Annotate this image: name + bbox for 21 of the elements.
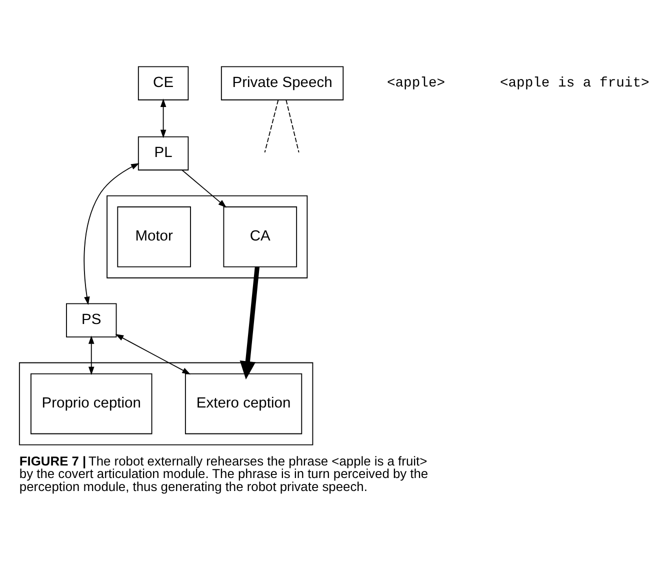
node-box: PS <box>66 303 117 338</box>
arrow <box>182 170 227 208</box>
cluster <box>106 195 308 278</box>
arrow <box>240 266 260 380</box>
node-box: CA <box>223 206 298 268</box>
arrow <box>115 334 190 374</box>
connector <box>286 100 300 153</box>
arrow <box>84 163 140 306</box>
node-box: Private Speech <box>220 66 344 100</box>
caption: FIGURE 7 | The robot externally rehearses the phrase <apple is a fruit> by the covert articulation module. The phrase is in turn perceived by the perception module, thus generating the robot private speech. <box>19 453 428 494</box>
arrow <box>88 336 94 376</box>
node-box: Motor <box>117 206 191 268</box>
node-box: CE <box>138 66 189 100</box>
label: <apple> <box>386 76 446 92</box>
node-box: PL <box>138 136 189 170</box>
label: <apple is a fruit> <box>500 76 650 92</box>
node-box: Proprio ception <box>30 373 152 434</box>
arrow <box>160 98 166 138</box>
connector <box>264 100 279 153</box>
cluster <box>18 362 314 446</box>
node-box: Extero ception <box>184 373 302 434</box>
